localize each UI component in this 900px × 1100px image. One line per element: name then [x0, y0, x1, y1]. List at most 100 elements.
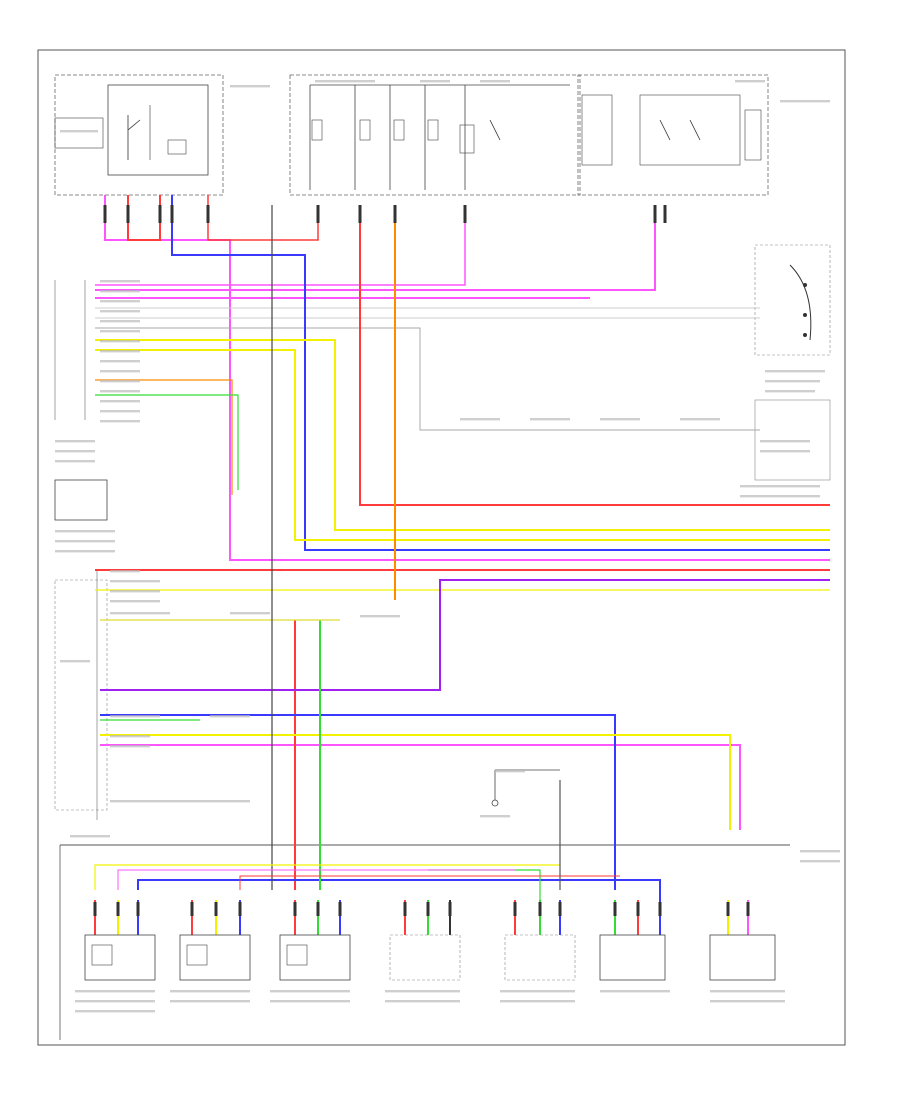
label-mark [765, 380, 820, 383]
diagram-border [37, 49, 846, 1046]
top-center-fuse-box [289, 74, 581, 196]
label-mark [100, 320, 140, 323]
label-mark [60, 660, 90, 663]
label-mark [385, 1000, 460, 1003]
label-mark [740, 485, 820, 488]
label-mark [760, 450, 810, 453]
label-mark [710, 990, 785, 993]
label-mark [100, 310, 140, 313]
pin-connector [93, 902, 97, 916]
pin-connector [558, 902, 562, 916]
wire-bottom-yellow [94, 864, 560, 890]
wire-red-3 [359, 205, 830, 506]
module-4 [389, 934, 461, 981]
label-mark [230, 612, 270, 615]
wire-yellow-3 [100, 734, 731, 830]
label-mark [100, 290, 140, 293]
top-connector [653, 205, 657, 223]
top-connector [393, 205, 397, 223]
top-connector [158, 205, 162, 223]
wire-pink-4 [95, 205, 466, 286]
label-mark [75, 1010, 155, 1013]
label-mark [800, 850, 840, 853]
wire-layer [94, 195, 830, 910]
pin-connector [636, 902, 640, 916]
top-connector [663, 205, 667, 223]
wire-pink-2 [95, 205, 656, 291]
label-mark [315, 80, 345, 83]
label-mark [500, 990, 575, 993]
label-mark [110, 800, 250, 803]
label-mark [480, 80, 510, 83]
pin-connector [238, 902, 242, 916]
pin-connector [448, 902, 452, 916]
label-mark [480, 815, 510, 818]
module-1 [84, 934, 156, 981]
module-3 [279, 934, 351, 981]
label-mark [600, 418, 640, 421]
label-mark [100, 400, 140, 403]
module-7 [709, 934, 776, 981]
pin-connector [513, 902, 517, 916]
label-mark [270, 990, 350, 993]
label-mark [230, 85, 270, 88]
label-mark [740, 495, 820, 498]
label-marks [55, 80, 840, 1013]
wire-yellow-1 [95, 339, 830, 531]
label-mark [760, 440, 810, 443]
label-mark [100, 340, 140, 343]
pin-connector [116, 902, 120, 916]
label-mark [530, 418, 570, 421]
top-connector [316, 205, 320, 223]
connector-pins [93, 205, 750, 935]
pin-connector [214, 902, 218, 916]
module-5 [504, 934, 576, 981]
pin-connector [316, 902, 320, 916]
label-mark [780, 100, 830, 103]
label-mark [55, 460, 95, 463]
label-mark [385, 990, 460, 993]
label-mark [110, 580, 160, 583]
wire-blue-1 [171, 195, 830, 551]
wire-bottom-red [239, 875, 620, 890]
label-mark [55, 440, 95, 443]
shift-switch [754, 244, 831, 356]
top-connector [126, 205, 130, 223]
label-mark [170, 1000, 250, 1003]
label-mark [100, 390, 140, 393]
left-module [54, 280, 108, 820]
label-mark [60, 130, 98, 133]
top-connector [170, 205, 174, 223]
label-mark [270, 1000, 350, 1003]
wire-orange-2 [95, 379, 233, 495]
label-mark [100, 330, 140, 333]
ground-symbol [491, 769, 560, 807]
wire-red-1 [127, 195, 161, 241]
wire-violet-1 [100, 579, 830, 691]
pin-connector [293, 902, 297, 916]
label-mark [710, 1000, 785, 1003]
label-mark [100, 360, 140, 363]
label-mark [110, 715, 160, 718]
label-mark [680, 418, 720, 421]
label-mark [765, 390, 815, 393]
label-mark [495, 770, 525, 773]
label-mark [75, 1000, 155, 1003]
module-6 [599, 934, 666, 981]
label-mark [100, 350, 140, 353]
label-mark [100, 370, 140, 373]
pin-connector [338, 902, 342, 916]
wire-pink-5 [100, 744, 741, 830]
label-mark [110, 735, 150, 738]
label-mark [210, 715, 250, 718]
label-mark [100, 280, 140, 283]
label-mark [100, 300, 140, 303]
wire-bottom-pink [117, 869, 515, 890]
label-mark [600, 990, 670, 993]
pin-connector [426, 902, 430, 916]
pin-connector [538, 902, 542, 916]
label-mark [735, 80, 765, 83]
top-connector [463, 205, 467, 223]
label-mark [500, 1000, 575, 1003]
